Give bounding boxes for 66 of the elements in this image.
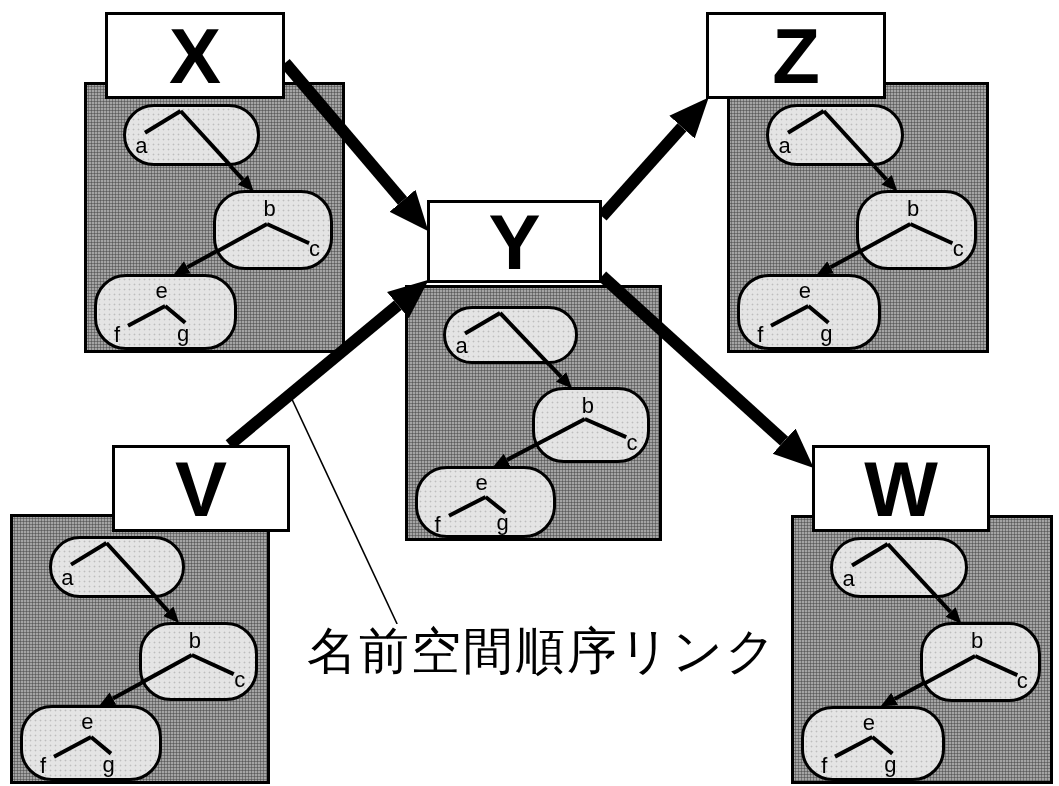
tree-bubble bbox=[766, 104, 904, 166]
node-letter: b bbox=[581, 394, 594, 417]
tree-bubble bbox=[801, 705, 945, 781]
node-letter: c bbox=[309, 238, 320, 260]
tree-bubble bbox=[532, 387, 651, 463]
title-box: Z bbox=[706, 12, 886, 99]
node-letter: f bbox=[757, 324, 764, 347]
node-letter: a bbox=[778, 135, 791, 157]
node-letter: e bbox=[798, 280, 811, 303]
node-letter: e bbox=[862, 711, 875, 734]
node-letter: f bbox=[114, 324, 121, 347]
tree-bubble bbox=[920, 622, 1041, 702]
title-box: W bbox=[812, 445, 990, 532]
node-letter: a bbox=[61, 566, 74, 589]
tree-bubble bbox=[414, 466, 556, 539]
namespace-panel bbox=[405, 285, 662, 541]
tree-bubble bbox=[737, 274, 881, 350]
arrow bbox=[880, 681, 925, 707]
node-letter: a bbox=[842, 567, 855, 590]
node-letter: g bbox=[102, 753, 115, 776]
node-letter: a bbox=[135, 135, 148, 157]
arrow bbox=[598, 271, 814, 468]
node-letter: f bbox=[821, 755, 828, 778]
node-letter: b bbox=[971, 630, 984, 653]
tree-bubble bbox=[123, 104, 260, 166]
title-box: X bbox=[105, 12, 285, 99]
namespace-panel bbox=[10, 514, 270, 784]
arrow bbox=[173, 249, 217, 275]
arrow bbox=[872, 164, 898, 192]
node-letter: c bbox=[626, 432, 638, 455]
node-letter: a bbox=[455, 335, 468, 358]
tree-bubble bbox=[856, 190, 977, 270]
node-letter: g bbox=[176, 322, 190, 345]
node-letter: f bbox=[39, 755, 46, 778]
tree-bubble bbox=[94, 274, 237, 350]
node-letter: e bbox=[475, 472, 488, 495]
arrow bbox=[492, 443, 537, 468]
tree-bubble bbox=[213, 190, 333, 270]
arrow bbox=[816, 249, 861, 275]
arrow bbox=[547, 363, 573, 389]
tree-bubble bbox=[138, 621, 259, 702]
tree-bubble bbox=[19, 705, 163, 781]
node-letter: b bbox=[188, 629, 201, 652]
node-letter: b bbox=[263, 198, 276, 220]
node-letter: g bbox=[884, 753, 897, 776]
tree-bubble bbox=[830, 536, 968, 599]
node-letter: f bbox=[434, 513, 441, 536]
namespace-panel bbox=[727, 82, 989, 353]
node-letter: g bbox=[496, 512, 509, 535]
node-letter: b bbox=[907, 198, 920, 220]
node-letter: c bbox=[234, 669, 246, 692]
tree-bubble bbox=[443, 305, 579, 365]
namespace-panel bbox=[84, 82, 345, 353]
tree-bubble bbox=[48, 535, 186, 598]
node-letter: e bbox=[81, 711, 94, 734]
arrow bbox=[154, 596, 180, 624]
node-letter: g bbox=[820, 322, 833, 345]
arrow bbox=[228, 164, 254, 192]
arrow bbox=[98, 681, 143, 707]
node-letter: c bbox=[952, 238, 964, 260]
node-letter: c bbox=[1016, 669, 1028, 692]
title-box: Y bbox=[427, 200, 602, 283]
namespace-panel bbox=[791, 515, 1053, 784]
arrow bbox=[936, 597, 962, 624]
title-box: V bbox=[112, 445, 290, 532]
node-letter: e bbox=[155, 280, 168, 303]
